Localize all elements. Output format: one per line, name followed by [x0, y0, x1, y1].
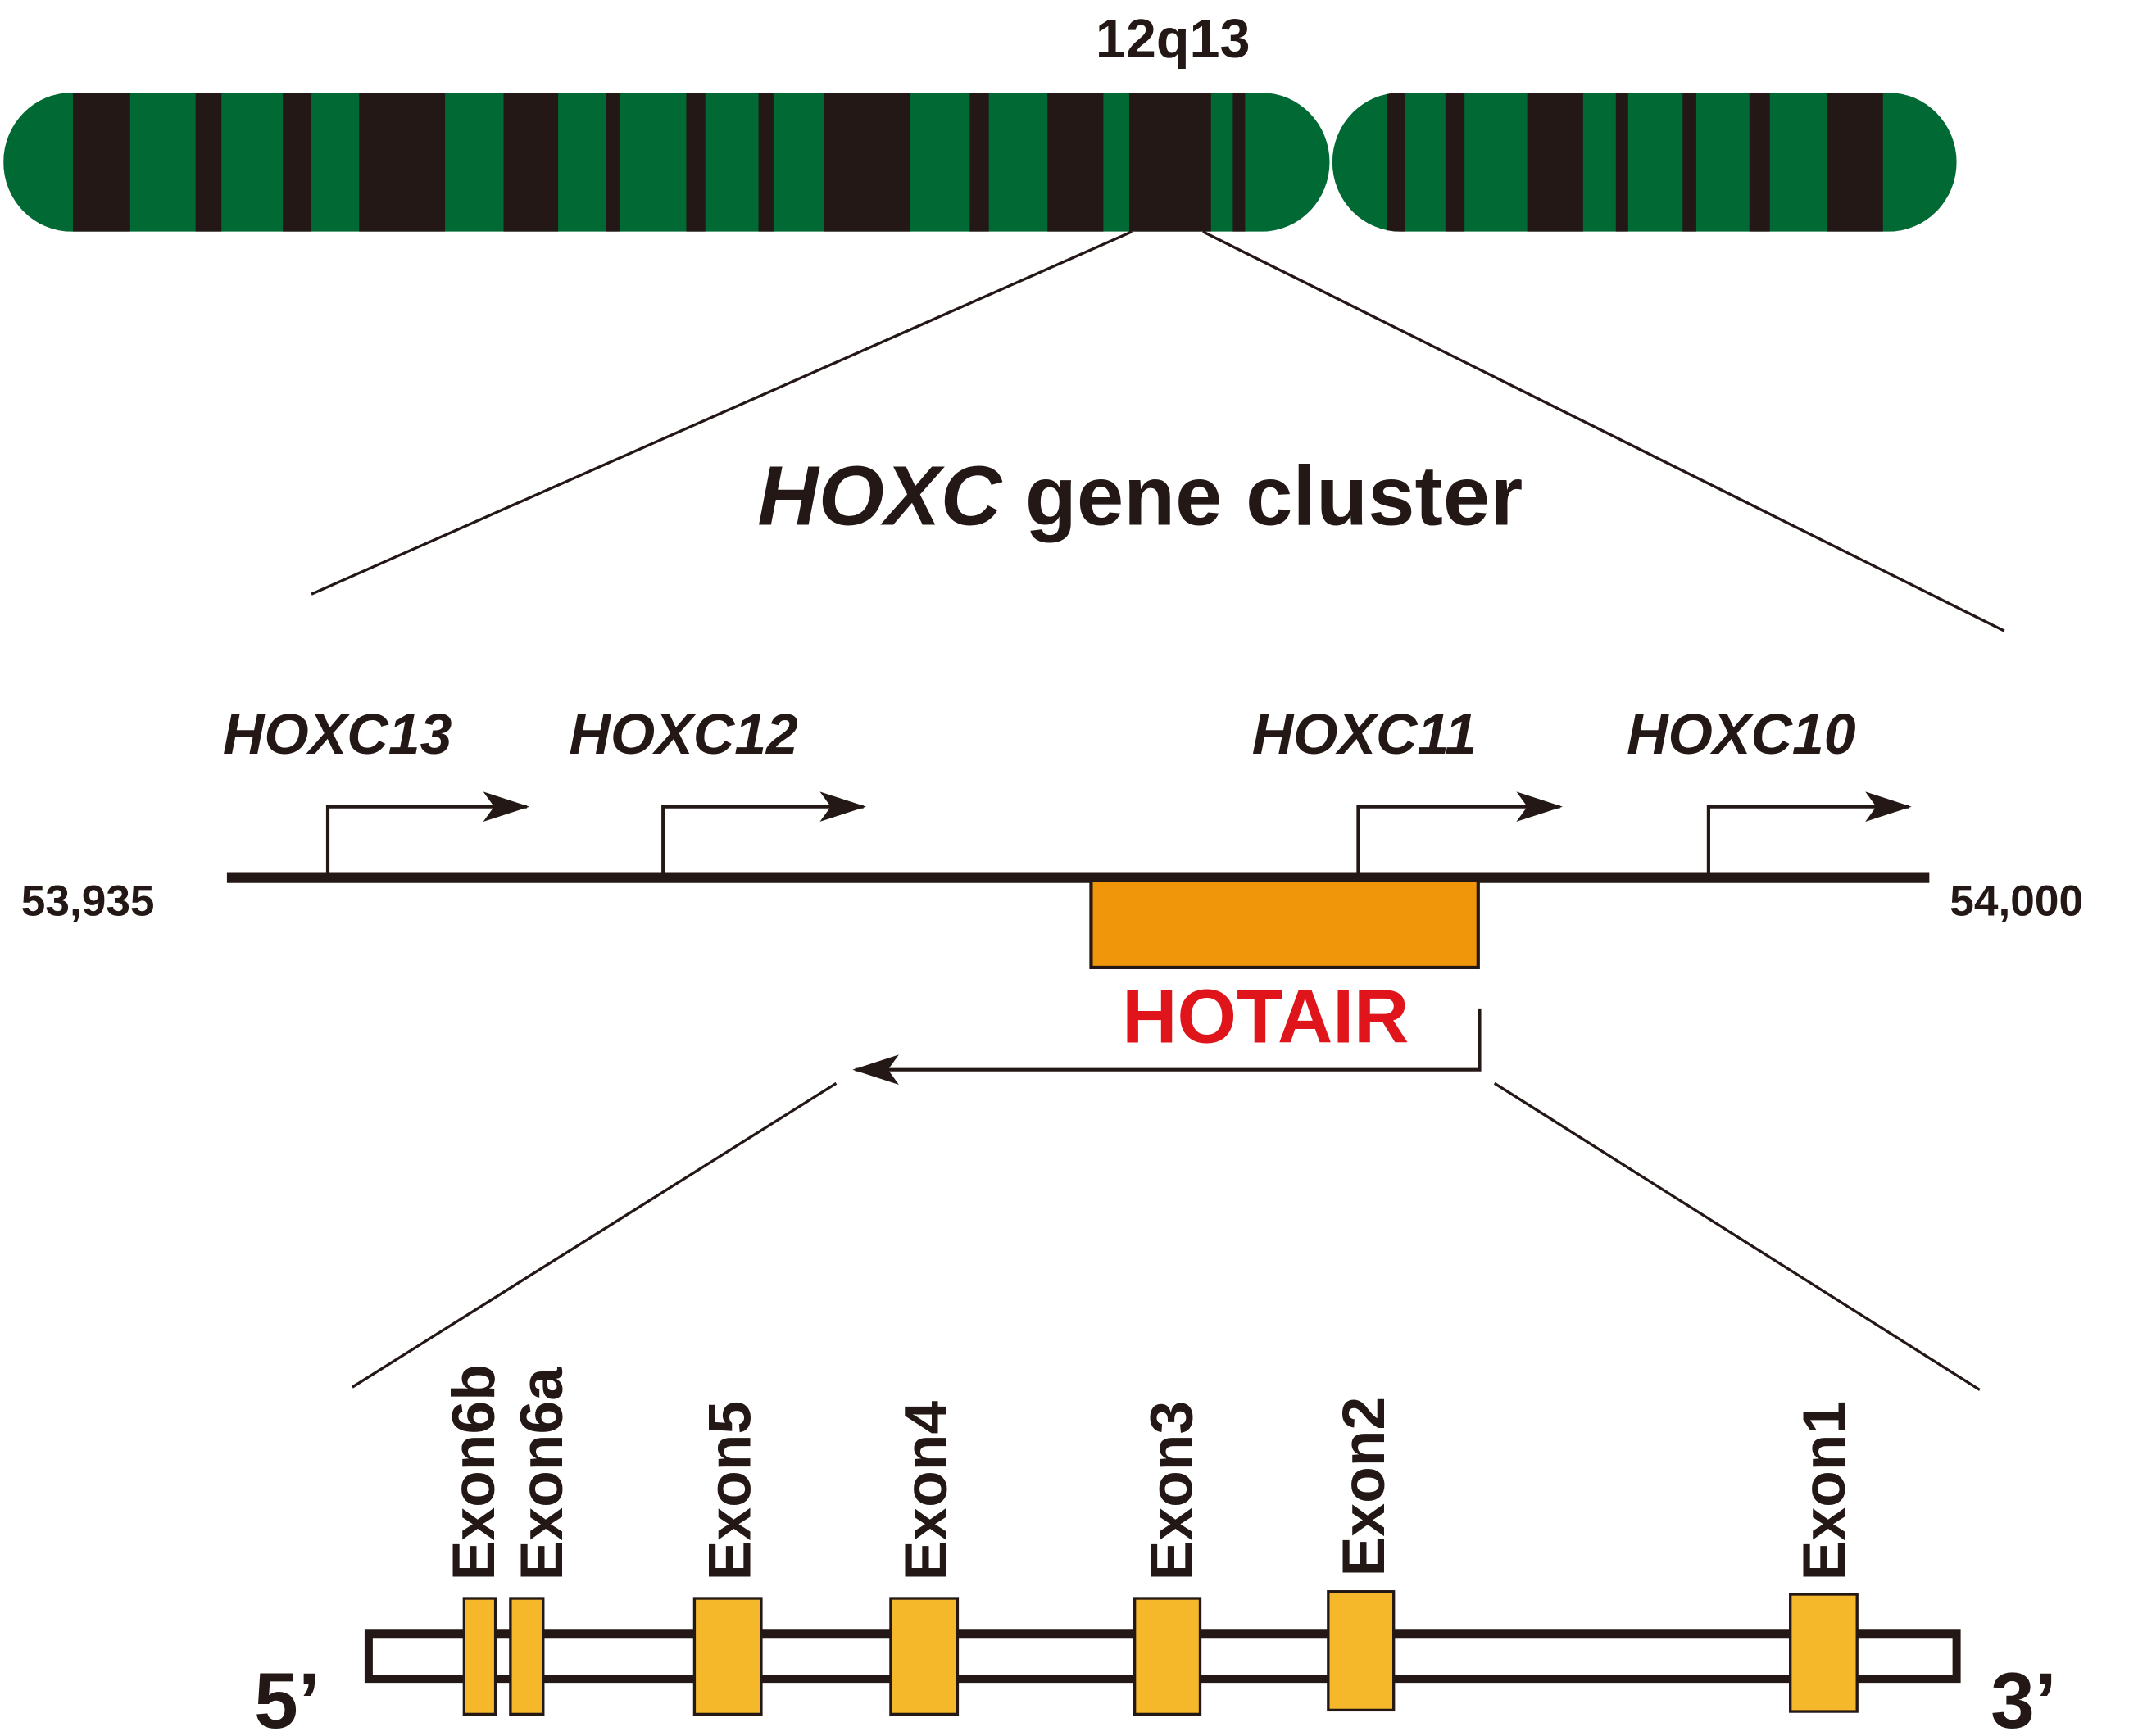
tss-arrow-icon	[661, 791, 866, 873]
exon-6b: Exon6b	[440, 1364, 507, 1716]
tss-arrow-icon	[325, 791, 530, 873]
zoom-line-right	[1202, 230, 2005, 632]
coord-start: 53,935	[21, 877, 155, 926]
tss-arrow-icon	[1356, 791, 1563, 873]
hotair-label: HOTAIR	[1122, 973, 1409, 1058]
chromosome-band	[1827, 93, 1883, 232]
gene-hoxc11: HOXC11	[1252, 702, 1563, 873]
hotair-direction-arrow-icon	[852, 1008, 1482, 1085]
exon-label: Exon5	[697, 1401, 764, 1581]
chromosome-band	[1387, 93, 1405, 232]
exon-6a: Exon6a	[508, 1367, 575, 1716]
gene-label: HOXC11	[1252, 702, 1477, 766]
chromosome-12	[3, 93, 1957, 232]
gene-hoxc13: HOXC13	[223, 702, 530, 873]
gene-hoxc12: HOXC12	[569, 702, 866, 873]
chromosome-band	[969, 93, 989, 232]
chromosome-band	[72, 93, 130, 232]
three-prime-label: 3’	[1991, 1657, 2056, 1736]
chromosome-band	[195, 93, 222, 232]
gene-label: HOXC12	[569, 702, 798, 766]
chromosome-band	[1682, 93, 1696, 232]
exon-label: Exon6b	[440, 1364, 507, 1580]
chromosome-band	[1232, 93, 1246, 232]
five-prime-label: 5’	[254, 1657, 320, 1736]
chromosome-band	[1615, 93, 1628, 232]
exon-2: Exon2	[1327, 1397, 1397, 1712]
exon-3: Exon3	[1133, 1401, 1205, 1716]
coord-end: 54,000	[1950, 877, 2083, 926]
exon-label: Exon3	[1138, 1401, 1205, 1581]
exon-list: Exon6b Exon6a Exon5 Exon4 Exon3 Exon2 Ex…	[440, 1364, 1859, 1716]
exon-1: Exon1	[1789, 1401, 1859, 1713]
hotair-locus-box	[1089, 878, 1480, 969]
chromosome-band	[283, 93, 312, 232]
exon-label: Exon1	[1791, 1401, 1858, 1581]
chromosome-band	[503, 93, 559, 232]
chromosome-band	[758, 93, 774, 232]
gene-list: HOXC13 HOXC12 HOXC11 HOXC10	[223, 702, 1912, 873]
tss-arrow-icon	[1706, 791, 1912, 873]
band-label: 12q13	[1096, 9, 1251, 70]
chromosome-band	[359, 93, 446, 232]
chromosome-band	[1749, 93, 1770, 232]
chromosome-band	[824, 93, 910, 232]
zoom-line-right-2	[1493, 1081, 1981, 1391]
zoom-line-left	[311, 230, 1133, 596]
exon-5: Exon5	[692, 1401, 764, 1716]
gene-hoxc10: HOXC10	[1627, 702, 1912, 873]
chromosome-band	[686, 93, 706, 232]
gene-label: HOXC13	[223, 702, 452, 766]
chromosome-band	[606, 93, 620, 232]
zoom-line-left-2	[352, 1081, 838, 1389]
exon-label: Exon6a	[508, 1367, 575, 1581]
exon-label: Exon4	[892, 1400, 960, 1580]
chromosome-q-arm	[1332, 93, 1957, 232]
chromosome-band	[1445, 93, 1465, 232]
chromosome-band	[1047, 93, 1104, 232]
exon-4: Exon4	[889, 1400, 960, 1716]
chromosome-p-arm	[3, 93, 1330, 232]
exon-label: Exon2	[1330, 1397, 1397, 1577]
chromosome-band	[1129, 93, 1211, 232]
chromosome-band	[1527, 93, 1583, 232]
cluster-title: HOXC gene cluster	[757, 448, 1523, 542]
gene-label: HOXC10	[1627, 702, 1856, 766]
